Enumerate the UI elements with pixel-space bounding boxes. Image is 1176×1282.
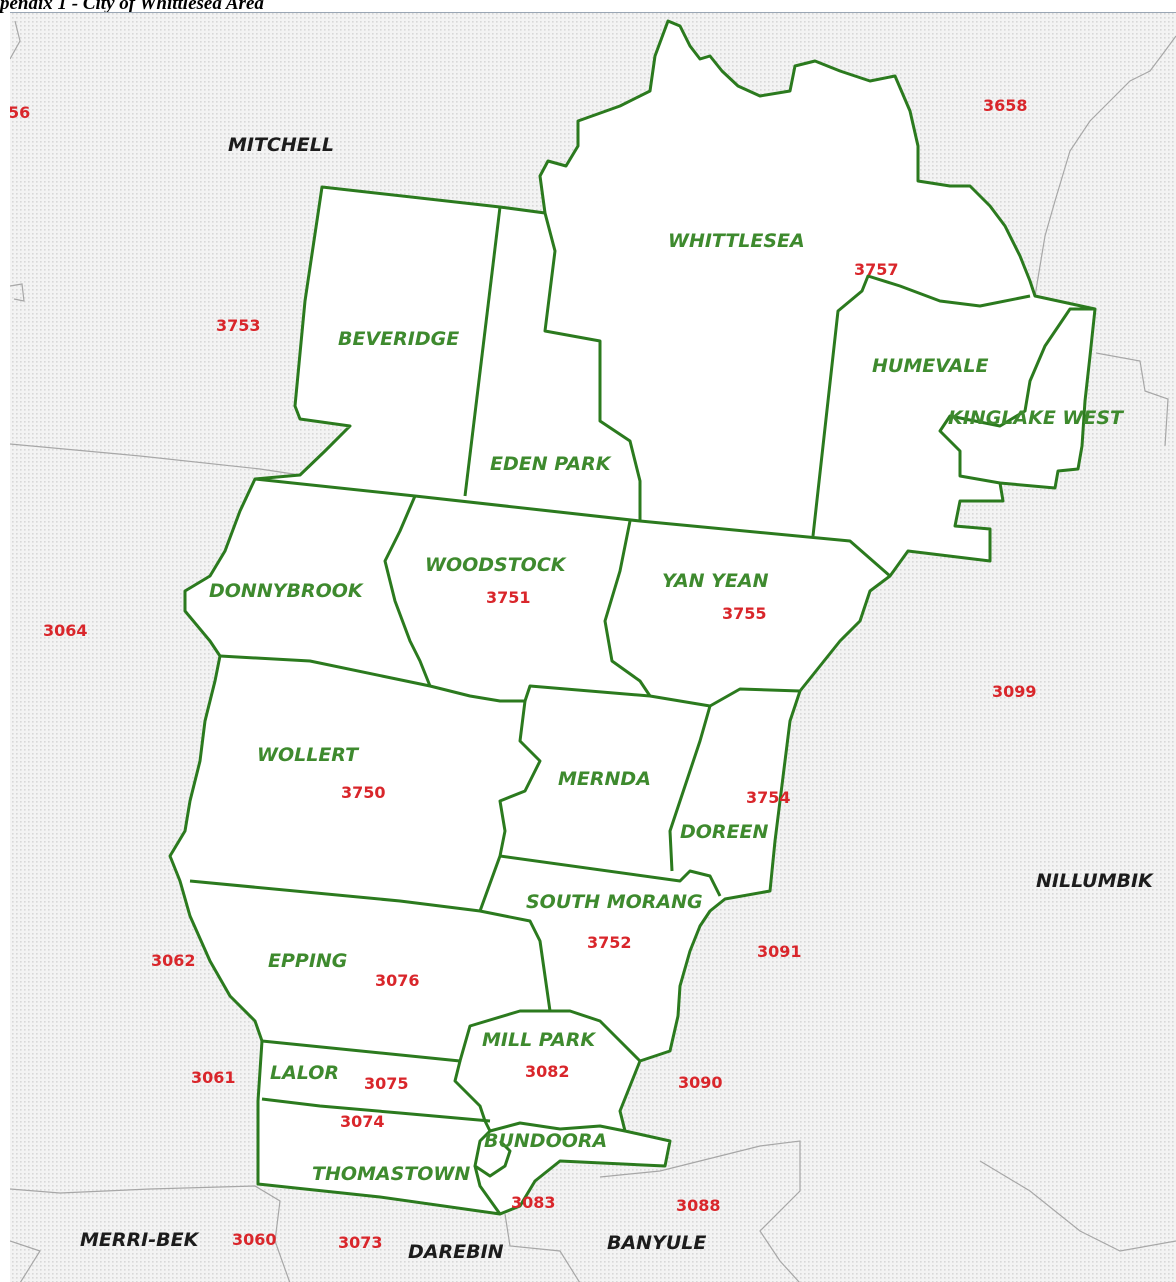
suburb-humevale[interactable]: HUMEVALE (872, 355, 988, 377)
suburb-boundaries (189, 206, 1095, 1215)
suburb-yan-yean[interactable]: YAN YEAN (662, 570, 769, 592)
postcode-cut: 56 (10, 103, 30, 122)
postcode-3074: 3074 (340, 1112, 385, 1131)
postcode-3099: 3099 (992, 682, 1037, 701)
city-boundary (168, 19, 1097, 1216)
suburb-south-morang[interactable]: SOUTH MORANG (526, 891, 703, 913)
lga-boundaries (10, 20, 1176, 1282)
postcode-3090: 3090 (678, 1073, 723, 1092)
map[interactable]: WHITTLESEA BEVERIDGE EDEN PARK HUMEVALE … (10, 12, 1176, 1282)
suburb-wollert[interactable]: WOLLERT (257, 744, 360, 766)
suburb-mill-park[interactable]: MILL PARK (482, 1029, 596, 1051)
postcode-3091: 3091 (757, 942, 802, 961)
suburb-labels: WHITTLESEA BEVERIDGE EDEN PARK HUMEVALE … (209, 230, 1125, 1185)
postcode-3088: 3088 (676, 1196, 721, 1215)
postcode-3073: 3073 (338, 1233, 383, 1252)
suburb-doreen[interactable]: DOREEN (680, 821, 769, 843)
postcode-3751: 3751 (486, 588, 531, 607)
postcode-3753: 3753 (216, 316, 261, 335)
suburb-eden-park[interactable]: EDEN PARK (490, 453, 612, 475)
page-heading: pendix 1 - City of Whittlesea Area (0, 0, 264, 14)
postcode-3750: 3750 (341, 783, 386, 802)
postcode-3064: 3064 (43, 621, 88, 640)
lga-darebin[interactable]: DAREBIN (408, 1241, 504, 1263)
lga-mitchell[interactable]: MITCHELL (228, 134, 334, 156)
suburb-thomastown[interactable]: THOMASTOWN (312, 1163, 470, 1185)
map-canvas: WHITTLESEA BEVERIDGE EDEN PARK HUMEVALE … (10, 13, 1176, 1282)
suburb-kinglake-west[interactable]: KINGLAKE WEST (948, 407, 1125, 429)
postcode-3075: 3075 (364, 1074, 409, 1093)
suburb-donnybrook[interactable]: DONNYBROOK (209, 580, 364, 602)
suburb-whittlesea[interactable]: WHITTLESEA (668, 230, 805, 252)
postcode-3082: 3082 (525, 1062, 570, 1081)
lga-nillumbik[interactable]: NILLUMBIK (1036, 870, 1154, 892)
lga-labels: MITCHELL NILLUMBIK MERRI-BEK DAREBIN BAN… (80, 134, 1154, 1263)
postcode-3062: 3062 (151, 951, 196, 970)
suburb-lalor[interactable]: LALOR (270, 1062, 339, 1084)
postcode-3658: 3658 (983, 96, 1028, 115)
postcode-3083: 3083 (511, 1193, 556, 1212)
postcode-3755: 3755 (722, 604, 767, 623)
postcode-3076: 3076 (375, 971, 420, 990)
postcode-3757: 3757 (854, 260, 899, 279)
lga-merri-bek[interactable]: MERRI-BEK (80, 1229, 200, 1251)
postcode-3060: 3060 (232, 1230, 277, 1249)
suburb-woodstock[interactable]: WOODSTOCK (425, 554, 567, 576)
suburb-beveridge[interactable]: BEVERIDGE (338, 328, 459, 350)
suburb-mernda[interactable]: MERNDA (558, 768, 651, 790)
postcode-3752: 3752 (587, 933, 632, 952)
postcode-3061: 3061 (191, 1068, 236, 1087)
suburb-bundoora[interactable]: BUNDOORA (484, 1130, 607, 1152)
postcode-labels: 56 3658 3757 3753 3751 3755 3064 3099 37… (10, 96, 1037, 1252)
suburb-epping[interactable]: EPPING (268, 950, 347, 972)
postcode-3754: 3754 (746, 788, 791, 807)
lga-banyule[interactable]: BANYULE (607, 1232, 706, 1254)
